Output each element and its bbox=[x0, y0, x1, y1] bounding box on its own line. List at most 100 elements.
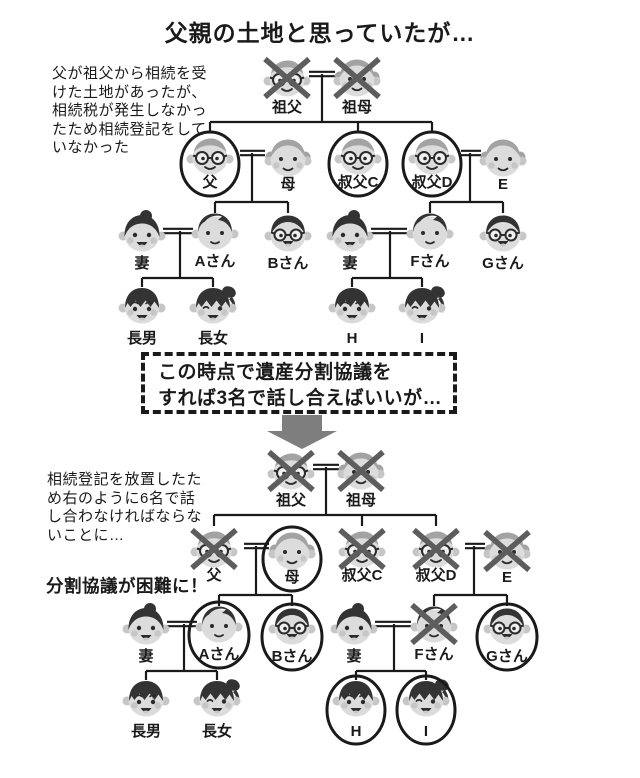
woman-bun-face-icon bbox=[330, 603, 378, 645]
person-i: I bbox=[395, 674, 457, 746]
heir-circle bbox=[475, 602, 539, 672]
person-label: 祖母 bbox=[345, 491, 376, 509]
person-g: Gさん bbox=[475, 602, 539, 672]
down-arrow-icon bbox=[267, 415, 337, 449]
person-label: 長女 bbox=[202, 722, 232, 740]
person-daughter: 長女 bbox=[193, 679, 241, 740]
person-label: 祖父 bbox=[271, 98, 303, 116]
deceased-cross-icon bbox=[338, 527, 386, 571]
girl-face-icon bbox=[402, 679, 450, 717]
person-label: 父 bbox=[205, 567, 222, 584]
person-label: 長女 bbox=[198, 329, 228, 347]
person-daughter: 長女 bbox=[189, 286, 237, 347]
person-a: Aさん bbox=[187, 600, 251, 670]
bottom-warning: 分割協議が困難に！ bbox=[46, 576, 208, 596]
person-b: Bさん bbox=[260, 602, 324, 672]
bottom-note: 相続登記を放置したた め右のように6名で話 し合わなければならな いことに… bbox=[47, 471, 203, 544]
person-h: H bbox=[325, 674, 387, 746]
boy-face-icon bbox=[332, 681, 380, 717]
person-label: Fさん bbox=[414, 646, 453, 663]
old-woman-face-icon bbox=[264, 139, 312, 177]
person-label: Fさん bbox=[410, 253, 449, 270]
man-face-icon bbox=[191, 213, 239, 250]
woman-bun-face-icon bbox=[118, 210, 166, 252]
person-b: Bさん bbox=[264, 215, 312, 272]
middle-callout: この時点で遺産分割協議を すれば3名で話し合えばいいが… bbox=[141, 352, 457, 414]
person-f: Fさん bbox=[406, 213, 454, 270]
person-f: Fさん bbox=[410, 602, 458, 663]
heir-circle bbox=[327, 130, 389, 198]
deceased-cross-icon bbox=[190, 527, 238, 571]
person-label: H bbox=[347, 330, 358, 347]
person-label: 叔父C bbox=[342, 566, 383, 584]
person-label: 祖母 bbox=[341, 98, 372, 116]
person-label: 母 bbox=[284, 569, 299, 586]
page-title: 父親の土地と思っていたが… bbox=[164, 20, 476, 46]
person-label: Gさん bbox=[486, 648, 528, 665]
deceased-cross-icon bbox=[483, 529, 531, 573]
deceased-cross-icon bbox=[410, 602, 458, 646]
person-son: 長男 bbox=[122, 681, 170, 740]
old-woman-face-icon bbox=[479, 139, 527, 177]
person-mother: 母 bbox=[264, 139, 312, 193]
heir-circle bbox=[325, 674, 387, 746]
person-h: H bbox=[328, 288, 376, 347]
deceased-cross-icon bbox=[412, 527, 460, 571]
person-label: E bbox=[498, 176, 508, 193]
person-father: 父 bbox=[190, 527, 238, 584]
man-glasses-face-icon bbox=[483, 608, 531, 645]
old-man-face-icon bbox=[334, 138, 382, 175]
person-label: Aさん bbox=[195, 253, 236, 270]
person-a: Aさん bbox=[191, 213, 239, 270]
person-wife_f: 妻 bbox=[326, 210, 374, 272]
person-uncle_d: 叔父D bbox=[412, 527, 460, 584]
person-label: 祖父 bbox=[275, 491, 307, 509]
person-label: 妻 bbox=[138, 647, 153, 665]
heir-circle bbox=[395, 674, 457, 746]
woman-bun-face-icon bbox=[122, 603, 170, 645]
person-father: 父 bbox=[179, 130, 241, 198]
deceased-cross-icon bbox=[333, 56, 381, 100]
person-label: 長男 bbox=[131, 723, 161, 740]
person-label: I bbox=[420, 330, 424, 347]
old-woman-face-icon bbox=[268, 532, 316, 570]
man-glasses-face-icon bbox=[479, 215, 527, 252]
heir-circle bbox=[261, 525, 323, 593]
man-glasses-face-icon bbox=[268, 608, 316, 645]
person-grandfather: 祖父 bbox=[263, 56, 311, 116]
girl-face-icon bbox=[398, 286, 446, 324]
person-grandfather: 祖父 bbox=[267, 449, 315, 509]
person-label: 叔父C bbox=[338, 173, 379, 191]
person-wife_a: 妻 bbox=[122, 603, 170, 665]
person-label: E bbox=[502, 569, 512, 586]
girl-face-icon bbox=[189, 286, 237, 324]
person-label: 妻 bbox=[342, 254, 357, 272]
person-g: Gさん bbox=[479, 215, 527, 272]
deceased-cross-icon bbox=[337, 449, 385, 493]
person-e: E bbox=[479, 139, 527, 193]
old-man-face-icon bbox=[408, 138, 456, 175]
person-grandmother: 祖母 bbox=[333, 56, 381, 116]
person-uncle_d: 叔父D bbox=[401, 130, 463, 198]
person-uncle_c: 叔父C bbox=[327, 130, 389, 198]
heir-circle bbox=[260, 602, 324, 672]
person-label: H bbox=[351, 723, 362, 740]
top-note: 父が祖父から相続を受 けた土地があったが、 相続税が発生しなかっ たため相続登記… bbox=[52, 65, 208, 157]
person-mother: 母 bbox=[261, 525, 323, 593]
person-label: 長男 bbox=[127, 330, 157, 347]
man-face-icon bbox=[195, 606, 243, 643]
deceased-cross-icon bbox=[267, 449, 315, 493]
person-label: 妻 bbox=[346, 647, 361, 665]
heir-circle bbox=[401, 130, 463, 198]
person-label: Gさん bbox=[482, 255, 524, 272]
boy-face-icon bbox=[328, 288, 376, 324]
girl-face-icon bbox=[193, 679, 241, 717]
person-label: 叔父D bbox=[412, 173, 453, 191]
heir-circle bbox=[179, 130, 241, 198]
man-face-icon bbox=[406, 213, 454, 250]
person-label: Bさん bbox=[268, 255, 309, 272]
